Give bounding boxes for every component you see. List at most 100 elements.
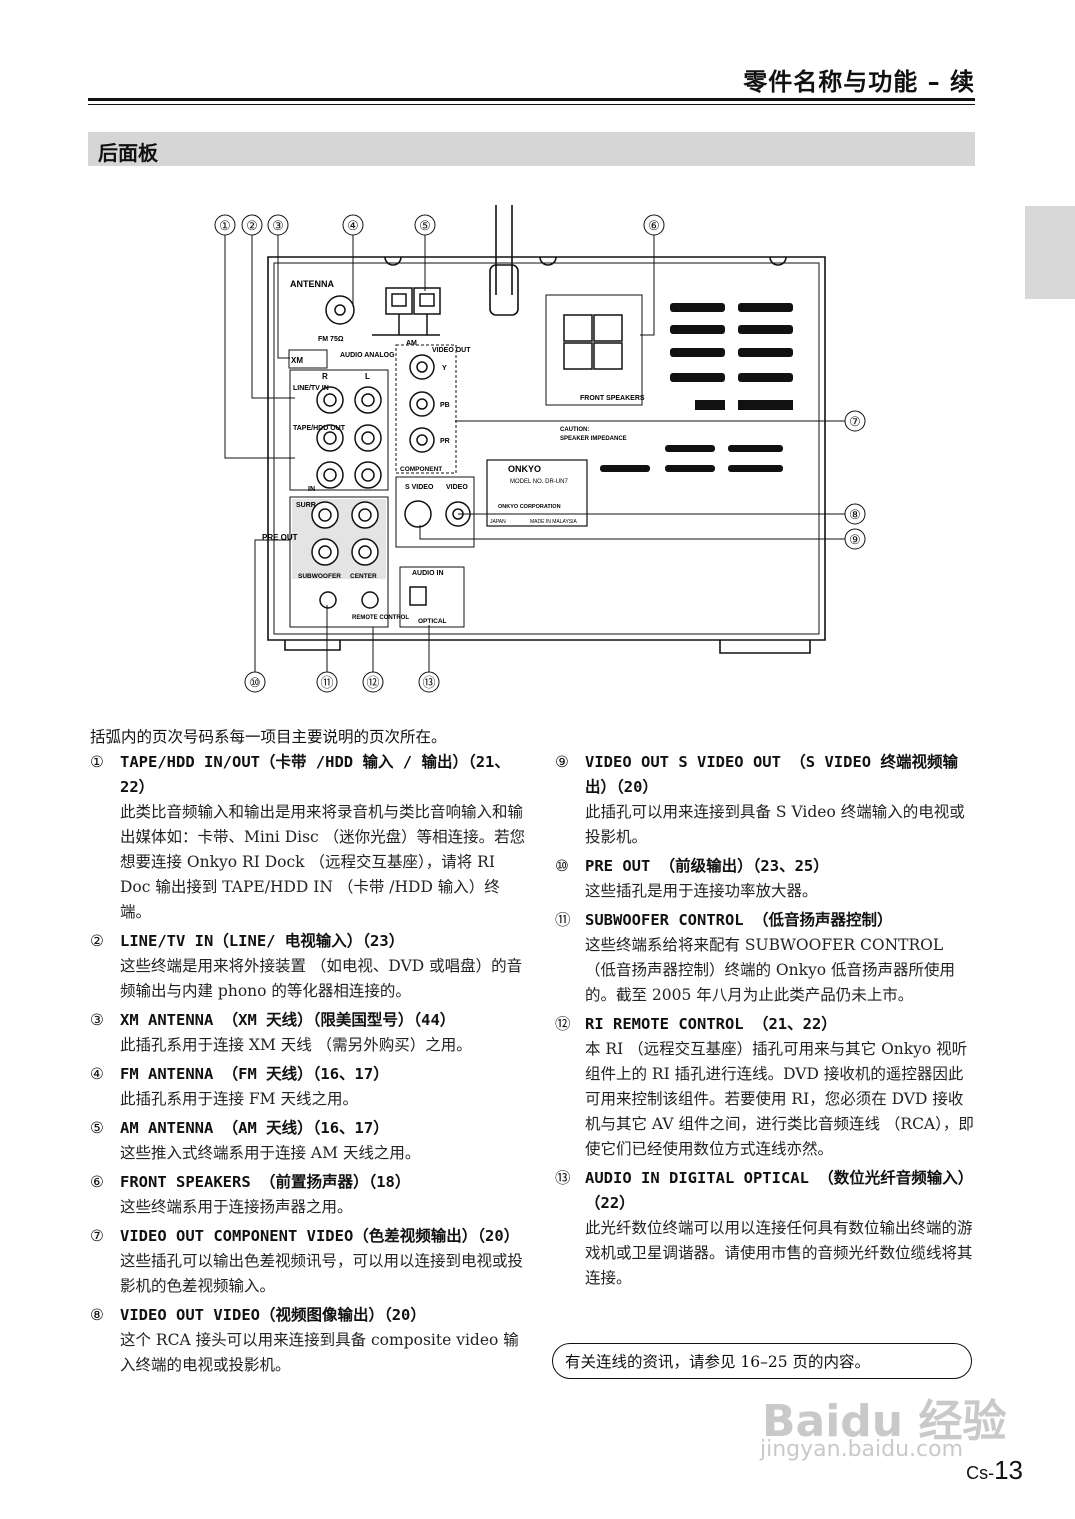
- watermark-url: jingyan.baidu.com: [760, 1437, 964, 1462]
- item-heading: VIDEO OUT VIDEO（视频图像输出）（20）: [120, 1306, 426, 1324]
- callout-10: ⑩: [249, 675, 261, 690]
- label-subwoofer: SUBWOOFER: [298, 573, 341, 580]
- label-surr: SURR: [296, 502, 316, 509]
- item-6: ⑥ FRONT SPEAKERS （前置扬声器）（18） 这些终端系用于连接扬声…: [90, 1170, 530, 1220]
- label-tape-hdd-out: TAPE/HDD OUT: [293, 425, 346, 432]
- label-remote-control: REMOTE CONTROL: [352, 615, 409, 621]
- item-description: 这些插孔是用于连接功率放大器。: [585, 882, 818, 900]
- item-heading: AUDIO IN DIGITAL OPTICAL （数位光纤音频输入）（22）: [585, 1169, 974, 1212]
- label-audio-in-digital: AUDIO IN: [412, 570, 444, 577]
- label-caution: CAUTION:: [560, 427, 589, 433]
- label-in: IN: [308, 486, 315, 493]
- item-description: 这些插孔可以输出色差视频讯号，可以用以连接到电视或投影机的色差视频输入。: [120, 1252, 524, 1295]
- item-number: ③: [90, 1011, 104, 1029]
- label-pre-out: PRE OUT: [262, 533, 298, 542]
- reference-note: 有关连线的资讯，请参见 16–25 页的内容。: [552, 1343, 972, 1379]
- item-4: ④ FM ANTENNA （FM 天线）（16、17） 此插孔系用于连接 FM …: [90, 1062, 530, 1112]
- item-number: ⑩: [555, 857, 569, 875]
- callout-8: ⑧: [849, 507, 861, 522]
- left-column: 括弧内的页次号码系每一项目主要说明的页次所在。 ① TAPE/HDD IN/OU…: [90, 725, 530, 1378]
- label-onkyo: ONKYO: [508, 464, 541, 474]
- item-number: ⑥: [90, 1173, 104, 1191]
- label-made-in: MADE IN MALAYSIA: [530, 519, 578, 525]
- item-12: ⑫ RI REMOTE CONTROL （21、22） 本 RI （远程交互基座…: [555, 1012, 975, 1162]
- label-model: MODEL NO. DR-UN7: [510, 479, 568, 485]
- item-description: 本 RI （远程交互基座）插孔可用来与其它 Onkyo 视听组件上的 RI 插孔…: [585, 1040, 974, 1158]
- item-number: ⑫: [555, 1015, 571, 1033]
- label-s-video: S VIDEO: [405, 484, 434, 491]
- label-r: R: [322, 372, 328, 381]
- item-description: 这些推入式终端系用于连接 AM 天线之用。: [120, 1144, 421, 1162]
- item-heading: XM ANTENNA （XM 天线）（限美国型号）（44）: [120, 1011, 456, 1029]
- item-5: ⑤ AM ANTENNA （AM 天线）（16、17） 这些推入式终端系用于连接…: [90, 1116, 530, 1166]
- item-heading: VIDEO OUT S VIDEO OUT （S VIDEO 终端视频输出）（2…: [585, 753, 958, 796]
- page-number-value: 13: [994, 1455, 1023, 1485]
- item-7: ⑦ VIDEO OUT COMPONENT VIDEO（色差视频输出）（20） …: [90, 1224, 530, 1299]
- item-heading: FM ANTENNA （FM 天线）（16、17）: [120, 1065, 389, 1083]
- label-l: L: [365, 372, 370, 381]
- item-heading: VIDEO OUT COMPONENT VIDEO（色差视频输出）（20）: [120, 1227, 520, 1245]
- label-fm75: FM 75Ω: [318, 336, 344, 343]
- item-2: ② LINE/TV IN（LINE/ 电视输入）（23） 这些终端是用来将外接装…: [90, 929, 530, 1004]
- item-heading: AM ANTENNA （AM 天线）（16、17）: [120, 1119, 389, 1137]
- label-xm: XM: [291, 356, 303, 365]
- rear-panel-diagram: ① ② ③ ④ ⑤ ⑥ ⑦ ⑧ ⑨ ⑩ ⑪ ⑫ ⑬ ANTENNA FM 75Ω: [214, 205, 866, 693]
- item-9: ⑨ VIDEO OUT S VIDEO OUT （S VIDEO 终端视频输出）…: [555, 750, 975, 850]
- callout-13: ⑬: [422, 675, 435, 690]
- label-caution-2: SPEAKER IMPEDANCE: [560, 436, 627, 442]
- callout-6: ⑥: [648, 218, 660, 233]
- callout-1: ①: [219, 218, 231, 233]
- callout-2: ②: [246, 218, 258, 233]
- callout-11: ⑪: [320, 675, 333, 690]
- item-description: 此插孔可以用来连接到具备 S Video 终端输入的电视或投影机。: [585, 803, 965, 846]
- item-11: ⑪ SUBWOOFER CONTROL （低音扬声器控制） 这些终端系给将来配有…: [555, 908, 975, 1008]
- item-number: ④: [90, 1065, 104, 1083]
- item-8: ⑧ VIDEO OUT VIDEO（视频图像输出）（20） 这个 RCA 接头可…: [90, 1303, 530, 1378]
- chapter-tab: [1025, 206, 1075, 299]
- callout-3: ③: [272, 218, 284, 233]
- label-line-tv-in: LINE/TV IN: [293, 385, 329, 392]
- label-component: COMPONENT: [400, 466, 442, 473]
- item-description: 此光纤数位终端可以用以连接任何具有数位输出终端的游戏机或卫星调谐器。请使用市售的…: [585, 1219, 973, 1287]
- label-onkyo-corp: ONKYO CORPORATION: [498, 504, 561, 510]
- item-10: ⑩ PRE OUT （前级输出）（23、25） 这些插孔是用于连接功率放大器。: [555, 854, 975, 904]
- callout-12: ⑫: [366, 675, 379, 690]
- label-video-out: VIDEO OUT: [432, 347, 471, 354]
- item-3: ③ XM ANTENNA （XM 天线）（限美国型号）（44） 此插孔系用于连接…: [90, 1008, 530, 1058]
- label-audio-analog: AUDIO ANALOG: [340, 352, 395, 359]
- item-number: ⑤: [90, 1119, 104, 1137]
- right-column: ⑨ VIDEO OUT S VIDEO OUT （S VIDEO 终端视频输出）…: [555, 750, 975, 1291]
- label-y: Y: [442, 365, 447, 372]
- item-heading: FRONT SPEAKERS （前置扬声器）（18）: [120, 1173, 411, 1191]
- watermark-brand: Baidu 经验: [762, 1396, 1007, 1447]
- label-japan: JAPAN: [490, 519, 506, 525]
- header-rule-thin: [88, 104, 975, 105]
- label-antenna: ANTENNA: [290, 279, 334, 289]
- callout-5: ⑤: [419, 218, 431, 233]
- item-description: 此插孔系用于连接 FM 天线之用。: [120, 1090, 358, 1108]
- item-number: ⑦: [90, 1227, 104, 1245]
- intro-text: 括弧内的页次号码系每一项目主要说明的页次所在。: [90, 728, 447, 746]
- label-am: AM: [406, 340, 417, 347]
- label-video: VIDEO: [446, 484, 468, 491]
- page-number: Cs-13: [966, 1455, 1023, 1486]
- item-heading: PRE OUT （前级输出）（23、25）: [585, 857, 829, 875]
- label-pr: PR: [440, 438, 450, 445]
- item-number: ⑪: [555, 911, 571, 929]
- callout-7: ⑦: [849, 414, 861, 429]
- item-description: 这些终端系用于连接扬声器之用。: [120, 1198, 353, 1216]
- item-description: 这些终端系给将来配有 SUBWOOFER CONTROL （低音扬声器控制）终端…: [585, 936, 956, 1004]
- label-center: CENTER: [350, 573, 377, 580]
- item-description: 这些终端是用来将外接装置 （如电视、DVD 或唱盘）的音频输出与内建 phono…: [120, 957, 523, 1000]
- section-title: 后面板: [98, 141, 158, 165]
- item-description: 此插孔系用于连接 XM 天线 （需另外购买）之用。: [120, 1036, 472, 1054]
- item-number: ⑨: [555, 753, 569, 771]
- callout-9: ⑨: [849, 532, 861, 547]
- item-heading: SUBWOOFER CONTROL （低音扬声器控制）: [585, 911, 893, 929]
- item-number: ②: [90, 932, 104, 950]
- header-rule: [88, 98, 975, 101]
- label-pb: PB: [440, 402, 450, 409]
- item-number: ⑧: [90, 1306, 104, 1324]
- item-13: ⑬ AUDIO IN DIGITAL OPTICAL （数位光纤音频输入）（22…: [555, 1166, 975, 1291]
- item-description: 此类比音频输入和输出是用来将录音机与类比音响输入和输出媒体如：卡带、Mini D…: [120, 803, 526, 921]
